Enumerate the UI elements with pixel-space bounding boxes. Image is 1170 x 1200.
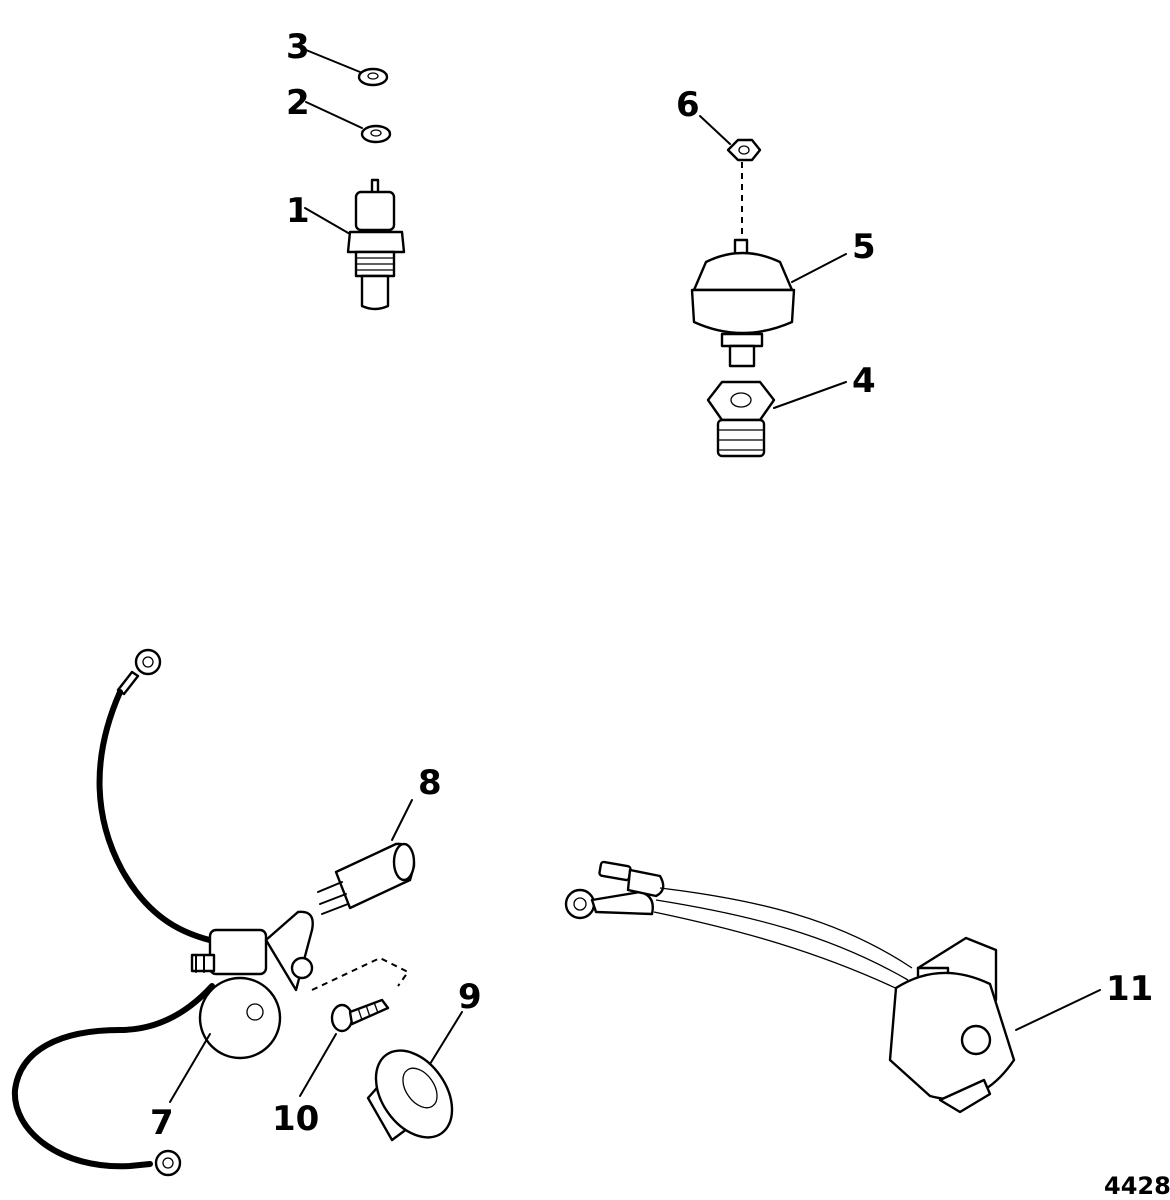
part-1-sender (346, 178, 406, 311)
callout-7: 7 (150, 1103, 174, 1143)
callout-6: 6 (676, 85, 700, 125)
callout-8: 8 (418, 763, 442, 803)
callout-10: 10 (272, 1099, 319, 1139)
callout-4: 4 (852, 361, 876, 401)
callout-9: 9 (458, 977, 482, 1017)
part-5-pressure-switch (690, 238, 796, 368)
leader-7 (169, 1033, 211, 1103)
leader-10 (299, 1033, 337, 1097)
callout-5: 5 (852, 227, 876, 267)
part-6-nut (726, 138, 762, 162)
callout-11: 11 (1106, 969, 1153, 1009)
part-11-coil-harness (564, 860, 1016, 1114)
part-8-capacitor (317, 842, 416, 915)
figure-number: 44284 (1104, 1172, 1170, 1200)
leader-3 (305, 49, 361, 73)
part-10-screw (330, 998, 390, 1033)
part-2-washer (360, 124, 392, 144)
part-3-nut (357, 67, 389, 87)
callout-2: 2 (286, 83, 310, 123)
callout-3: 3 (286, 27, 310, 67)
part-9-cap (366, 1049, 454, 1142)
part-4-adapter (706, 380, 776, 458)
callout-1: 1 (286, 191, 310, 231)
leader-9 (429, 1011, 463, 1065)
leader-2 (305, 101, 363, 129)
assembly-line-10-7 (311, 956, 410, 991)
leader-4 (773, 381, 847, 409)
part-7-warning-horn (11, 648, 314, 1177)
leader-6 (699, 115, 731, 145)
leader-5 (791, 253, 847, 283)
leader-8 (391, 799, 413, 841)
leader-11 (1015, 989, 1101, 1031)
leader-1 (304, 207, 351, 235)
